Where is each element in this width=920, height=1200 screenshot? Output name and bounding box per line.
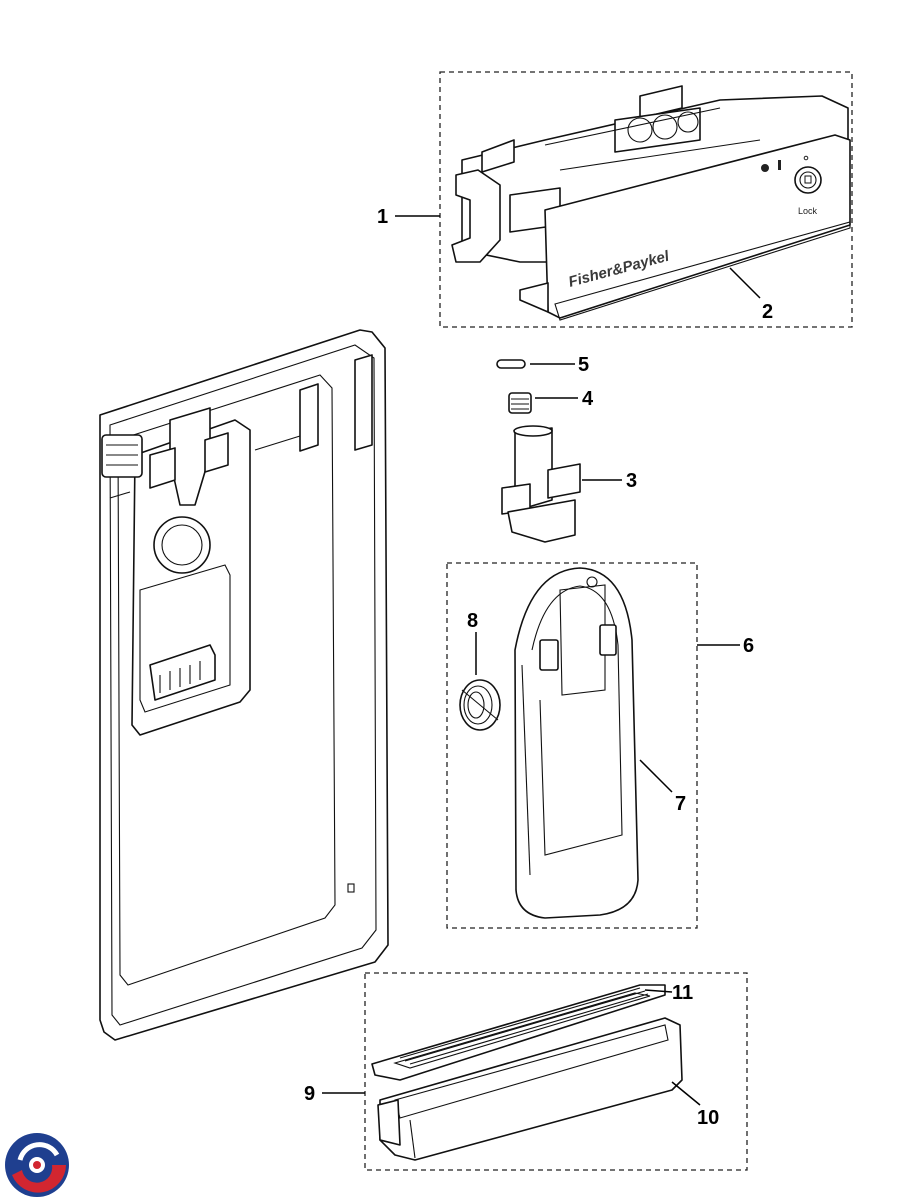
drip-tray-group: 11 9 10 bbox=[304, 972, 748, 1171]
leader-2 bbox=[729, 267, 761, 299]
oring-part bbox=[496, 359, 526, 369]
drip-tray-group-box bbox=[364, 972, 748, 1171]
callout-2: 2 bbox=[762, 301, 773, 323]
door-liner-part bbox=[99, 329, 389, 1041]
callout-7: 7 bbox=[675, 793, 686, 815]
control-fascia: Fisher&Paykel Lock bbox=[519, 134, 851, 321]
callout-4: 4 bbox=[582, 388, 594, 410]
leader-10 bbox=[671, 1081, 701, 1106]
callout-5: 5 bbox=[578, 354, 589, 376]
paddle-group-box bbox=[446, 562, 698, 929]
paddle-part bbox=[514, 567, 639, 919]
callout-3: 3 bbox=[626, 470, 637, 492]
drip-tray-part bbox=[377, 1017, 683, 1161]
connector-pins bbox=[149, 644, 216, 701]
control-panel-group-box bbox=[439, 71, 853, 328]
small-parts-group: 5 4 3 bbox=[496, 354, 637, 543]
leader-11 bbox=[644, 989, 673, 993]
brand-logo-icon bbox=[5, 1133, 69, 1197]
callout-8: 8 bbox=[467, 610, 478, 632]
small-spring-part bbox=[508, 392, 532, 414]
callout-10: 10 bbox=[697, 1107, 719, 1129]
paddle-spring-part bbox=[459, 679, 501, 731]
callout-1: 1 bbox=[377, 206, 388, 228]
control-panel-group: Fisher&Paykel Lock 1 2 bbox=[377, 71, 853, 328]
leader-7 bbox=[639, 759, 673, 793]
callout-6: 6 bbox=[743, 635, 754, 657]
wiring-harness bbox=[101, 434, 143, 478]
paddle-group: 8 6 7 bbox=[446, 562, 754, 929]
callout-11: 11 bbox=[672, 982, 693, 1004]
indicator-light-icon bbox=[761, 164, 769, 172]
nozzle-part bbox=[501, 425, 581, 543]
lock-label: Lock bbox=[798, 206, 818, 216]
callout-9: 9 bbox=[304, 1083, 315, 1105]
tray-grille-part bbox=[371, 984, 666, 1081]
lock-button[interactable]: Lock bbox=[794, 166, 822, 216]
